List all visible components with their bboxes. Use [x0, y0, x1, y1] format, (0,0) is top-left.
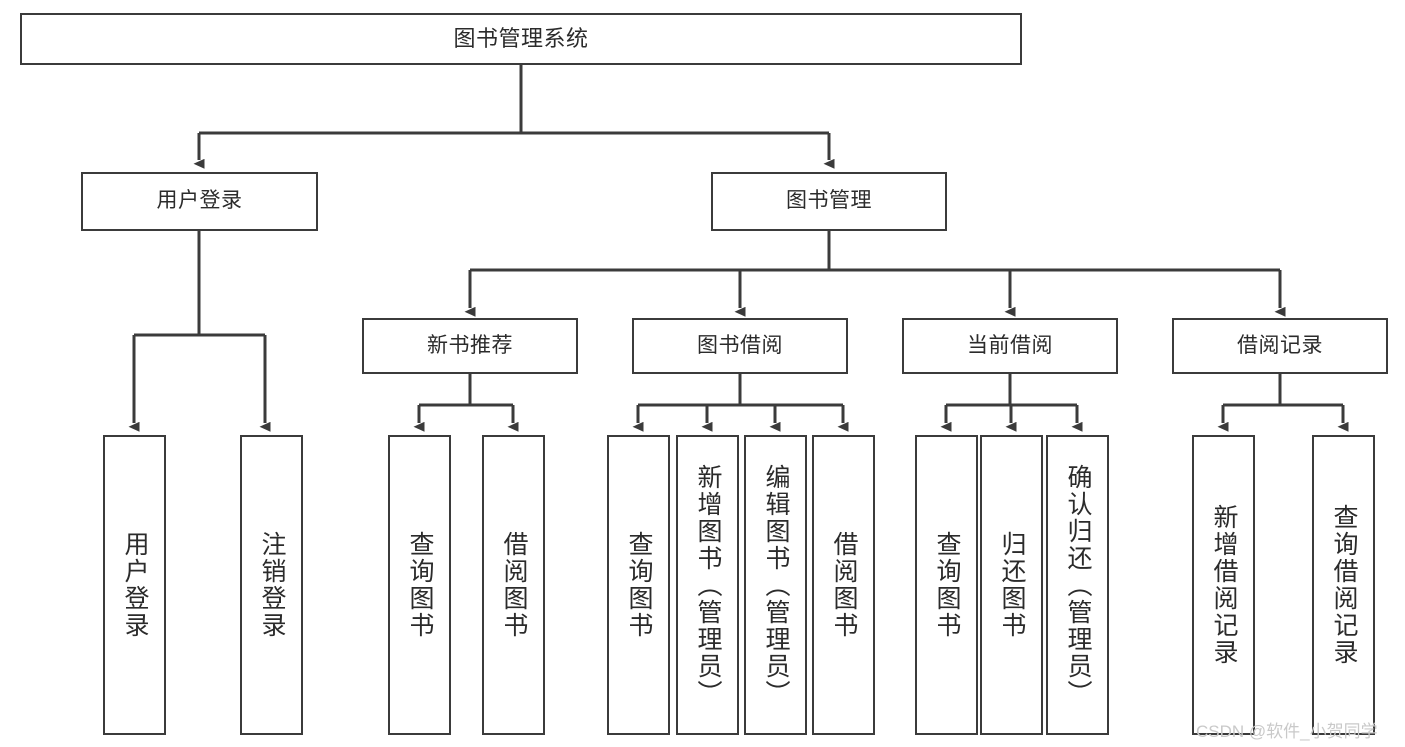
leaf-confirm-return-admin[interactable]: 确认归还（管理员）: [1046, 435, 1109, 735]
node-label: 新增借阅记录: [1210, 504, 1238, 666]
node-book-management[interactable]: 图书管理: [711, 172, 947, 231]
node-label: 图书借阅: [697, 333, 783, 357]
node-label: 查询图书: [625, 531, 653, 639]
node-label: 查询借阅记录: [1330, 504, 1358, 666]
node-label: 借阅图书: [830, 531, 858, 639]
node-label: 图书管理: [786, 189, 872, 213]
leaf-add-book-admin[interactable]: 新增图书（管理员）: [676, 435, 739, 735]
node-new-book-recommend[interactable]: 新书推荐: [362, 318, 578, 374]
node-label: 确认归还（管理员）: [1064, 463, 1092, 707]
node-label: 用户登录: [121, 531, 149, 639]
node-borrow-record[interactable]: 借阅记录: [1172, 318, 1388, 374]
node-user-login[interactable]: 用户登录: [81, 172, 318, 231]
node-label: 新书推荐: [427, 333, 513, 357]
node-book-borrow[interactable]: 图书借阅: [632, 318, 848, 374]
leaf-user-login[interactable]: 用户登录: [103, 435, 166, 735]
leaf-add-borrow-record[interactable]: 新增借阅记录: [1192, 435, 1255, 735]
node-label: 注销登录: [258, 531, 286, 639]
node-label: 查询图书: [406, 531, 434, 639]
leaf-query-book-current[interactable]: 查询图书: [915, 435, 978, 735]
node-label: 图书管理系统: [453, 26, 589, 52]
node-label: 借阅图书: [500, 531, 528, 639]
node-label: 编辑图书（管理员）: [762, 463, 790, 707]
node-label: 用户登录: [156, 189, 243, 213]
leaf-return-book[interactable]: 归还图书: [980, 435, 1043, 735]
leaf-query-borrow-record[interactable]: 查询借阅记录: [1312, 435, 1375, 735]
leaf-edit-book-admin[interactable]: 编辑图书（管理员）: [744, 435, 807, 735]
node-root-book-management-system[interactable]: 图书管理系统: [20, 13, 1022, 65]
leaf-logout[interactable]: 注销登录: [240, 435, 303, 735]
node-label: 新增图书（管理员）: [694, 463, 722, 707]
node-label: 查询图书: [933, 531, 961, 639]
leaf-query-book-borrow[interactable]: 查询图书: [607, 435, 670, 735]
csdn-watermark: CSDN @软件_小贺同学: [1196, 722, 1378, 741]
leaf-borrow-book[interactable]: 借阅图书: [812, 435, 875, 735]
leaf-query-book-recommend[interactable]: 查询图书: [388, 435, 451, 735]
node-label: 当前借阅: [967, 333, 1053, 357]
node-current-borrow[interactable]: 当前借阅: [902, 318, 1118, 374]
node-label: 借阅记录: [1237, 333, 1323, 357]
node-label: 归还图书: [998, 531, 1026, 639]
leaf-borrow-book-recommend[interactable]: 借阅图书: [482, 435, 545, 735]
